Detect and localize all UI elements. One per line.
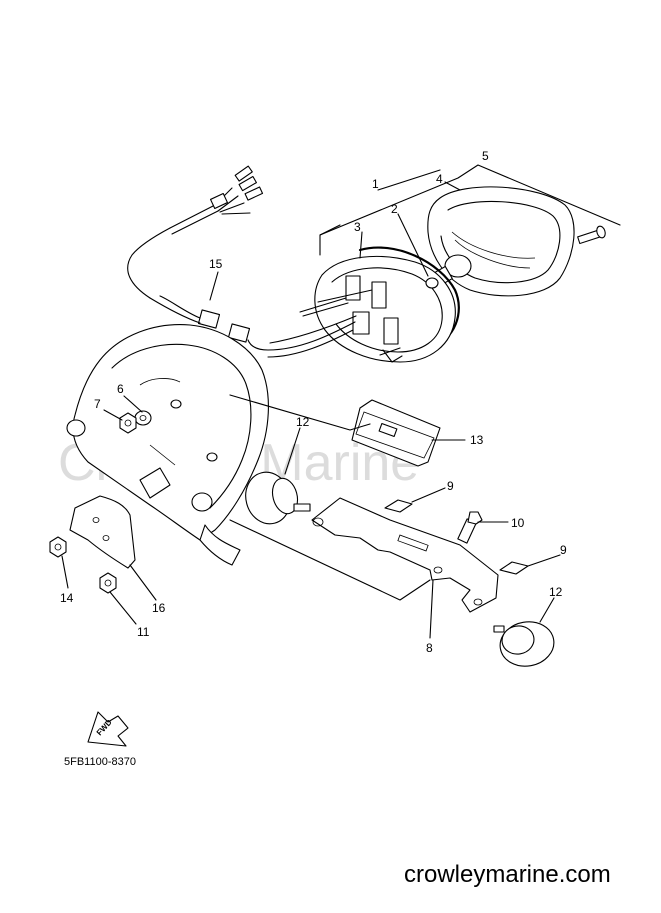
callout-5: 5	[482, 149, 489, 163]
fwd-arrow-icon: FWD	[87, 711, 129, 747]
bracket-8	[311, 497, 499, 613]
callouts: 1 2 3 4 5 6 7 8 9 9 10 11 12 12 13 14 15…	[60, 149, 567, 655]
nut-7	[119, 412, 137, 434]
callout-3: 3	[354, 220, 361, 234]
lamp-housing	[299, 255, 456, 363]
callout-11: 11	[137, 625, 150, 639]
callout-4: 4	[436, 172, 443, 186]
nut-14	[49, 536, 67, 558]
callout-6: 6	[117, 382, 124, 396]
callout-2: 2	[391, 202, 398, 216]
site-url: crowleymarine.com	[404, 861, 611, 888]
callout-10: 10	[511, 516, 525, 530]
wiring-harness	[127, 165, 357, 358]
lens-screw	[577, 225, 606, 245]
washer-6	[134, 410, 152, 426]
callout-9-upper: 9	[447, 479, 454, 493]
callout-8: 8	[426, 641, 433, 655]
callout-1: 1	[372, 177, 379, 191]
nut-11	[99, 572, 117, 594]
fender-bracket	[66, 324, 269, 566]
callout-12-right: 12	[549, 585, 563, 599]
pad-9-upper	[384, 499, 413, 513]
callout-13: 13	[470, 433, 484, 447]
bolt-10	[457, 511, 483, 544]
callout-16: 16	[152, 601, 166, 615]
grommet-12-right	[493, 621, 555, 667]
diagram-code: 5FB1100-8370	[64, 756, 136, 768]
leader-lines	[61, 164, 621, 639]
callout-15: 15	[209, 257, 223, 271]
callout-12-left: 12	[296, 415, 310, 429]
reflector-13	[351, 399, 441, 467]
pad-9-lower	[499, 561, 529, 575]
callout-14: 14	[60, 591, 74, 605]
grommet-12-left	[245, 471, 311, 525]
callout-9-lower: 9	[560, 543, 567, 557]
callout-7: 7	[94, 397, 101, 411]
plate-16	[69, 495, 136, 569]
